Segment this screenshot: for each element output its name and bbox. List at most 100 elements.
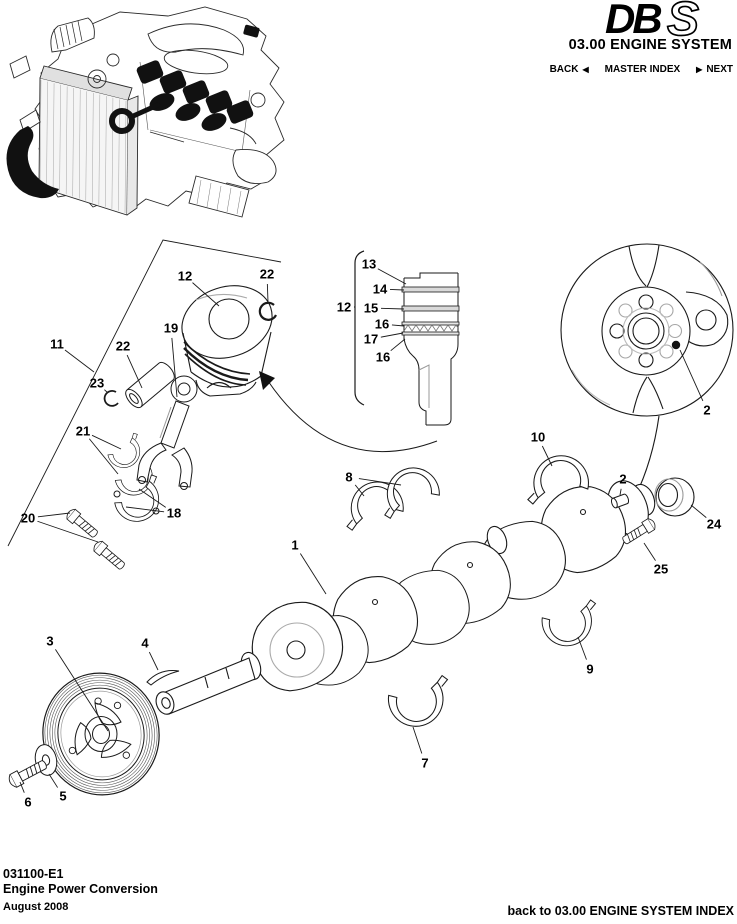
rod-bolts xyxy=(64,506,128,573)
callout-label: 2 xyxy=(619,472,626,487)
callout-label: 20 xyxy=(21,511,35,526)
callout-label: 14 xyxy=(373,282,388,297)
crankshaft xyxy=(155,474,656,715)
leader-line xyxy=(354,484,365,497)
callout-label: 9 xyxy=(586,662,593,677)
leader-line xyxy=(358,478,402,486)
dbs-logo: DB S xyxy=(605,0,700,40)
leader-line xyxy=(299,553,327,595)
leader-line xyxy=(380,307,405,310)
leader-line xyxy=(577,636,587,660)
back-arrow-icon: ◀ xyxy=(582,65,589,74)
radiator-fin-line xyxy=(52,83,55,191)
callout-label: 19 xyxy=(164,321,178,336)
nav-back[interactable]: BACK ◀ xyxy=(549,64,589,75)
leader-line xyxy=(643,542,656,561)
callout-label: 3 xyxy=(46,634,53,649)
nav-next[interactable]: ▶ NEXT xyxy=(696,64,733,75)
document-number: 031100-E1 xyxy=(3,867,64,881)
leader-line xyxy=(690,504,707,518)
assembly-group-lines xyxy=(7,239,282,547)
radiator-fin-line xyxy=(72,88,74,197)
crankshaft-pulley xyxy=(42,672,160,796)
leader-line xyxy=(48,773,59,788)
leader-line xyxy=(37,512,71,518)
radiator-fin-line xyxy=(98,94,101,205)
callout-label: 2 xyxy=(703,403,710,418)
leader-line xyxy=(679,349,704,402)
leader-line xyxy=(377,268,407,285)
radiator-fin-line xyxy=(59,84,61,193)
air-duct xyxy=(50,17,95,53)
radiator-fin-line xyxy=(92,92,94,203)
callout-label: 7 xyxy=(421,756,428,771)
leader-line xyxy=(171,337,178,398)
upper-main-bearing-shells xyxy=(337,460,444,532)
callout-label: 15 xyxy=(364,301,378,316)
callout-label: 17 xyxy=(364,332,378,347)
callout-label: 5 xyxy=(59,789,66,804)
leader-line xyxy=(619,488,622,496)
leader-line xyxy=(126,354,143,389)
section-title: 03.00 ENGINE SYSTEM xyxy=(568,37,732,53)
callout-label: 16 xyxy=(375,317,389,332)
engine-thumbnail xyxy=(6,6,285,218)
pin-circlip xyxy=(258,301,277,321)
callout-label: 25 xyxy=(654,562,668,577)
leader-line xyxy=(88,438,119,475)
footer-left: 031100-E1 Engine Power Conversion August… xyxy=(3,867,158,914)
leader-line xyxy=(389,288,405,291)
leader-line xyxy=(64,349,95,373)
nav-master-index[interactable]: MASTER INDEX xyxy=(604,64,681,75)
radiator-fin-line xyxy=(46,81,48,189)
back-to-index-link[interactable]: back to 03.00 ENGINE SYSTEM INDEX xyxy=(507,904,734,918)
dowel-pin xyxy=(610,493,630,509)
connecting-rod xyxy=(136,375,198,490)
leader-line xyxy=(148,651,159,671)
callout-label: 10 xyxy=(531,430,545,445)
leader-line xyxy=(125,506,165,513)
leader-line xyxy=(192,282,220,307)
piston-pin xyxy=(125,361,175,409)
callout-label: 22 xyxy=(116,339,130,354)
radiator-fin-line xyxy=(79,89,81,199)
leader-line xyxy=(390,338,406,352)
leader-line xyxy=(138,488,167,508)
next-arrow-icon: ▶ xyxy=(696,65,703,74)
logo-s: S xyxy=(667,0,699,40)
callout-label: 4 xyxy=(141,636,149,651)
callout-label: 12 xyxy=(337,300,351,315)
header-nav: BACK ◀ MASTER INDEX ▶ NEXT xyxy=(550,64,733,75)
pin-retaining-clip xyxy=(103,390,119,407)
callout-label: 6 xyxy=(24,795,31,810)
leader-line xyxy=(266,283,269,303)
callout-label: 8 xyxy=(345,470,352,485)
radiator-fin-line xyxy=(124,100,127,214)
leader-line xyxy=(19,781,25,793)
leader-line xyxy=(412,726,423,754)
callout-label: 21 xyxy=(76,424,90,439)
callout-label: 11 xyxy=(50,337,64,352)
callout-label: 22 xyxy=(260,267,274,282)
highlighted-crank-parts xyxy=(6,24,260,199)
radiator-fin-line xyxy=(118,99,120,211)
callout-label: 1 xyxy=(291,538,298,553)
logo-db: DB xyxy=(605,0,661,40)
leader-line xyxy=(104,389,109,394)
callout-label: 16 xyxy=(376,350,390,365)
woodruff-key xyxy=(146,670,180,686)
callout-label: 18 xyxy=(167,506,181,521)
leader-line xyxy=(380,332,404,338)
detail-bracket xyxy=(354,250,365,406)
piston xyxy=(181,285,273,397)
radiator-fin-line xyxy=(39,79,42,187)
radiator-fin-line xyxy=(65,86,68,195)
intake-plenum xyxy=(147,23,245,56)
radiator-fin-line xyxy=(105,96,107,207)
thumbnail-pulley xyxy=(109,108,135,134)
leader-line xyxy=(541,445,553,467)
callout-label: 12 xyxy=(178,269,192,284)
